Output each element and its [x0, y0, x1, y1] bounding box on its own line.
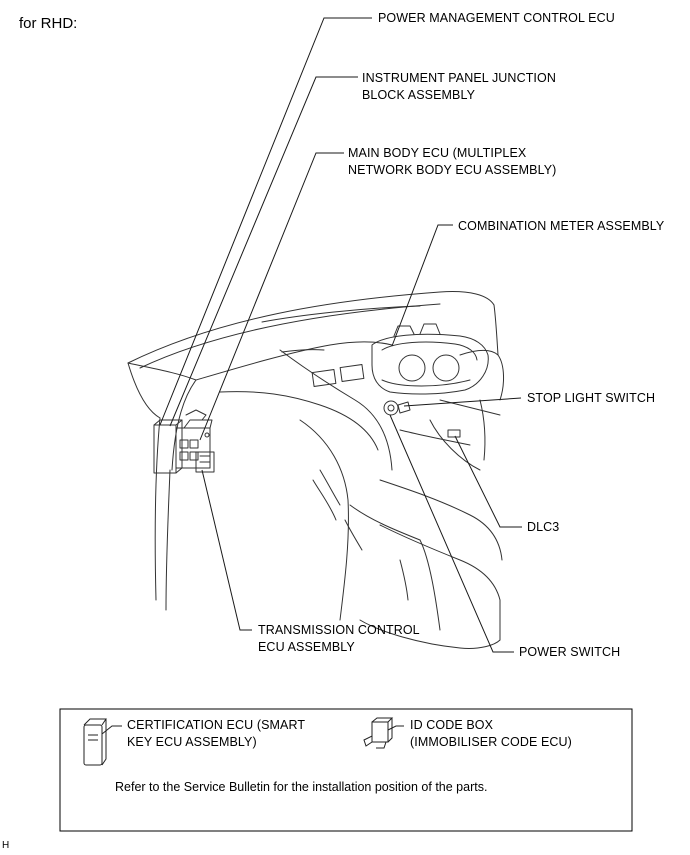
label-dlc3: DLC3	[527, 520, 560, 534]
label-power-switch: POWER SWITCH	[519, 645, 621, 659]
legend-id-code-box-line2: (IMMOBILISER CODE ECU)	[410, 735, 572, 749]
label-instrument-panel-junction-line1: INSTRUMENT PANEL JUNCTION	[362, 71, 556, 85]
label-power-management-ecu: POWER MANAGEMENT CONTROL ECU	[378, 11, 615, 25]
legend-id-code-box-line1: ID CODE BOX	[410, 718, 494, 732]
legend-certification-ecu-line2: KEY ECU ASSEMBLY)	[127, 735, 257, 749]
legend-certification-ecu-line1: CERTIFICATION ECU (SMART	[127, 718, 306, 732]
label-instrument-panel-junction-line2: BLOCK ASSEMBLY	[362, 88, 476, 102]
label-transmission-ecu-line2: ECU ASSEMBLY	[258, 640, 355, 654]
label-main-body-ecu-line1: MAIN BODY ECU (MULTIPLEX	[348, 146, 527, 160]
footer-code: H	[2, 840, 10, 851]
label-combination-meter: COMBINATION METER ASSEMBLY	[458, 219, 665, 233]
variant-heading: for RHD:	[19, 15, 78, 32]
label-stop-light-switch: STOP LIGHT SWITCH	[527, 391, 656, 405]
id-code-box-icon	[363, 717, 404, 749]
service-bulletin-note: Refer to the Service Bulletin for the in…	[115, 780, 488, 794]
label-transmission-ecu-line1: TRANSMISSION CONTROL	[258, 623, 420, 637]
label-main-body-ecu-line2: NETWORK BODY ECU ASSEMBLY)	[348, 163, 557, 177]
certification-ecu-icon	[83, 718, 122, 766]
